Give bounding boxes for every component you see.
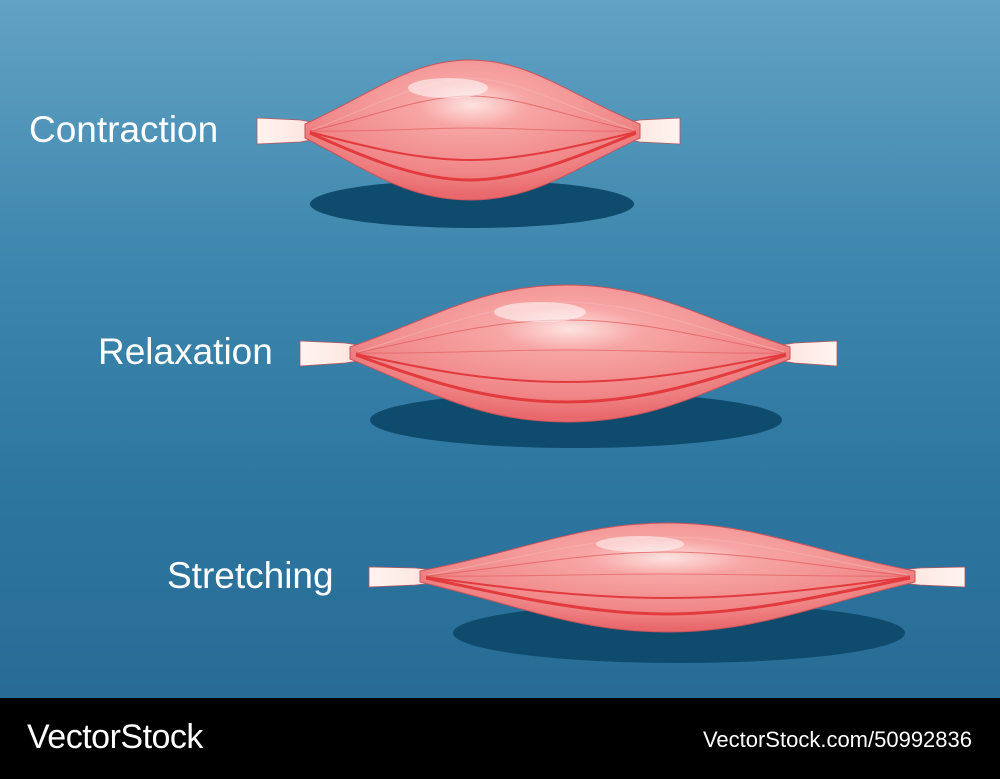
- fiber-line: [311, 77, 635, 131]
- fiber-line: [355, 353, 787, 384]
- fiber-line: [425, 576, 911, 616]
- label-contraction: Contraction: [29, 109, 219, 150]
- muscle-stretching: [368, 522, 966, 663]
- fiber-line: [309, 131, 637, 162]
- fiber-line: [309, 127, 637, 132]
- fiber-line: [309, 131, 637, 182]
- fiber-line: [427, 536, 909, 576]
- image-id: VectorStock.com/50992836: [702, 727, 972, 752]
- shadow-contraction: [310, 180, 634, 228]
- fiber-line: [425, 551, 911, 577]
- label-stretching: Stretching: [167, 555, 334, 596]
- brand-logo: VectorStock: [27, 718, 203, 756]
- fiber-line: [355, 353, 787, 404]
- diagram-canvas: Contraction Relaxation Stretching: [0, 0, 1000, 698]
- belly-stretching: [419, 522, 916, 633]
- highlight: [494, 302, 586, 322]
- fiber-line: [425, 576, 911, 600]
- fiber-line: [357, 301, 785, 353]
- muscle-relaxation: [299, 284, 838, 448]
- fiber-line: [425, 573, 911, 577]
- fiber-line: [355, 349, 787, 354]
- highlight: [408, 78, 488, 98]
- muscle-diagram: [256, 59, 966, 663]
- muscle-contraction: [256, 59, 681, 228]
- highlight: [596, 536, 684, 552]
- watermark-footer: VectorStock VectorStock.com/50992836: [0, 698, 1000, 779]
- label-relaxation: Relaxation: [98, 331, 273, 372]
